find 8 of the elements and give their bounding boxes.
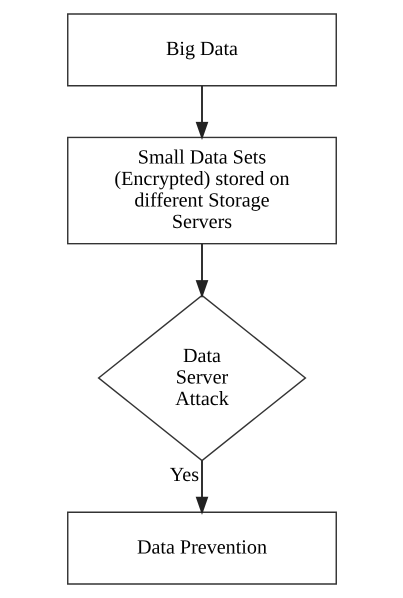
node-diamond: Data Server Attack (96, 294, 306, 462)
arrow (195, 244, 208, 298)
arrow (195, 460, 208, 515)
node-box: Data Prevention (66, 512, 336, 585)
edge-label: Yes (169, 464, 199, 486)
node-box: Big Data (66, 13, 336, 86)
node-box: Small Data Sets (Encrypted) stored on different Storage Servers (66, 136, 336, 244)
arrow (195, 86, 208, 140)
